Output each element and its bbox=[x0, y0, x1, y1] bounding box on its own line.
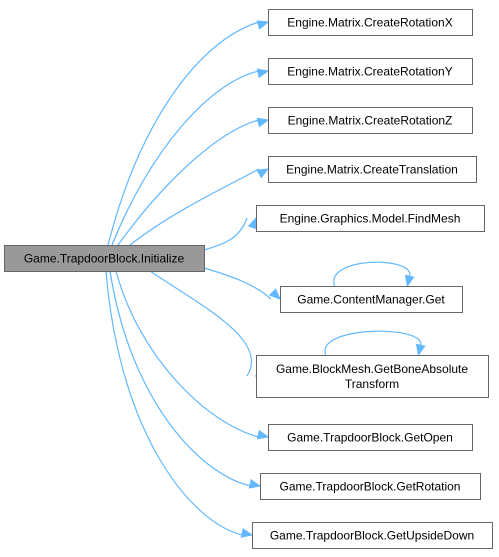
arrowhead-content-manager-get bbox=[268, 288, 281, 300]
edge-to-get-bone-absolute-transform bbox=[149, 270, 253, 377]
node-content-manager-get[interactable]: Game.ContentManager.Get bbox=[280, 286, 463, 313]
node-create-rotation-z-label: Engine.Matrix.CreateRotationZ bbox=[288, 114, 453, 128]
node-root-initialize-box bbox=[4, 245, 205, 272]
node-get-open-box bbox=[268, 424, 473, 451]
node-root-initialize[interactable]: Game.TrapdoorBlock.Initialize bbox=[4, 245, 205, 272]
node-find-mesh-label: Engine.Graphics.Model.FindMesh bbox=[280, 212, 461, 226]
arrowhead-create-rotation-y bbox=[256, 68, 270, 79]
edge-to-create-rotation-y bbox=[111, 70, 260, 246]
node-get-rotation[interactable]: Game.TrapdoorBlock.GetRotation bbox=[260, 473, 481, 500]
edge-to-find-mesh bbox=[203, 217, 248, 251]
node-create-rotation-z[interactable]: Engine.Matrix.CreateRotationZ bbox=[268, 107, 473, 134]
node-get-bone-absolute-transform-label: Game.BlockMesh.GetBoneAbsolute bbox=[276, 362, 468, 376]
edges-layer bbox=[105, 20, 426, 538]
arrowhead-find-mesh bbox=[247, 216, 258, 230]
node-get-rotation-box bbox=[260, 473, 481, 500]
node-create-rotation-y-box bbox=[268, 58, 473, 85]
node-create-rotation-x[interactable]: Engine.Matrix.CreateRotationX bbox=[268, 9, 473, 36]
arrowhead-get-open bbox=[256, 429, 270, 440]
nodes-layer: Game.TrapdoorBlock.Initialize Engine.Matr… bbox=[4, 9, 493, 549]
node-get-upside-down[interactable]: Game.TrapdoorBlock.GetUpsideDown bbox=[252, 522, 493, 549]
node-find-mesh-box bbox=[256, 205, 485, 232]
edge-to-get-open bbox=[115, 270, 260, 438]
node-create-rotation-y-label: Engine.Matrix.CreateRotationY bbox=[287, 65, 452, 79]
node-find-mesh[interactable]: Engine.Graphics.Model.FindMesh bbox=[256, 205, 485, 232]
node-get-upside-down-label: Game.TrapdoorBlock.GetUpsideDown bbox=[270, 529, 474, 543]
arrowhead-get-rotation bbox=[248, 478, 262, 489]
edge-to-get-rotation bbox=[109, 270, 252, 487]
node-create-translation-box bbox=[268, 156, 477, 183]
node-get-bone-absolute-transform-label: Transform bbox=[345, 377, 399, 391]
node-get-rotation-label: Game.TrapdoorBlock.GetRotation bbox=[280, 480, 461, 494]
arrowhead-create-rotation-x bbox=[256, 20, 270, 30]
node-create-rotation-x-box bbox=[268, 9, 473, 36]
node-create-translation[interactable]: Engine.Matrix.CreateTranslation bbox=[268, 156, 477, 183]
node-create-rotation-z-box bbox=[268, 107, 473, 134]
node-create-rotation-y[interactable]: Engine.Matrix.CreateRotationY bbox=[268, 58, 473, 85]
node-root-initialize-label: Game.TrapdoorBlock.Initialize bbox=[24, 252, 185, 266]
arrowhead-create-rotation-z bbox=[256, 117, 270, 128]
arrowhead-get-upside-down bbox=[240, 528, 254, 538]
node-content-manager-get-label: Game.ContentManager.Get bbox=[297, 293, 445, 307]
node-get-bone-absolute-transform-box bbox=[256, 355, 489, 398]
edge-to-create-rotation-x bbox=[107, 21, 260, 246]
edge-to-get-upside-down bbox=[105, 270, 244, 536]
node-content-manager-get-box bbox=[280, 286, 463, 313]
self-loop-arrowhead-get-bone-absolute-transform bbox=[415, 343, 426, 357]
node-get-open-label: Game.TrapdoorBlock.GetOpen bbox=[287, 431, 453, 445]
node-create-rotation-x-label: Engine.Matrix.CreateRotationX bbox=[287, 16, 452, 30]
arrowhead-create-translation bbox=[256, 168, 270, 179]
edge-to-content-manager-get bbox=[203, 267, 272, 300]
node-create-translation-label: Engine.Matrix.CreateTranslation bbox=[286, 163, 458, 177]
self-loop-arrowhead-content-manager-get bbox=[404, 274, 415, 288]
edge-to-create-rotation-z bbox=[117, 119, 260, 246]
edge-to-create-translation bbox=[129, 168, 260, 246]
node-get-upside-down-box bbox=[252, 522, 493, 549]
node-get-open[interactable]: Game.TrapdoorBlock.GetOpen bbox=[268, 424, 473, 451]
self-loop-get-bone-absolute-transform bbox=[324, 330, 422, 356]
self-loop-content-manager-get bbox=[333, 261, 411, 287]
